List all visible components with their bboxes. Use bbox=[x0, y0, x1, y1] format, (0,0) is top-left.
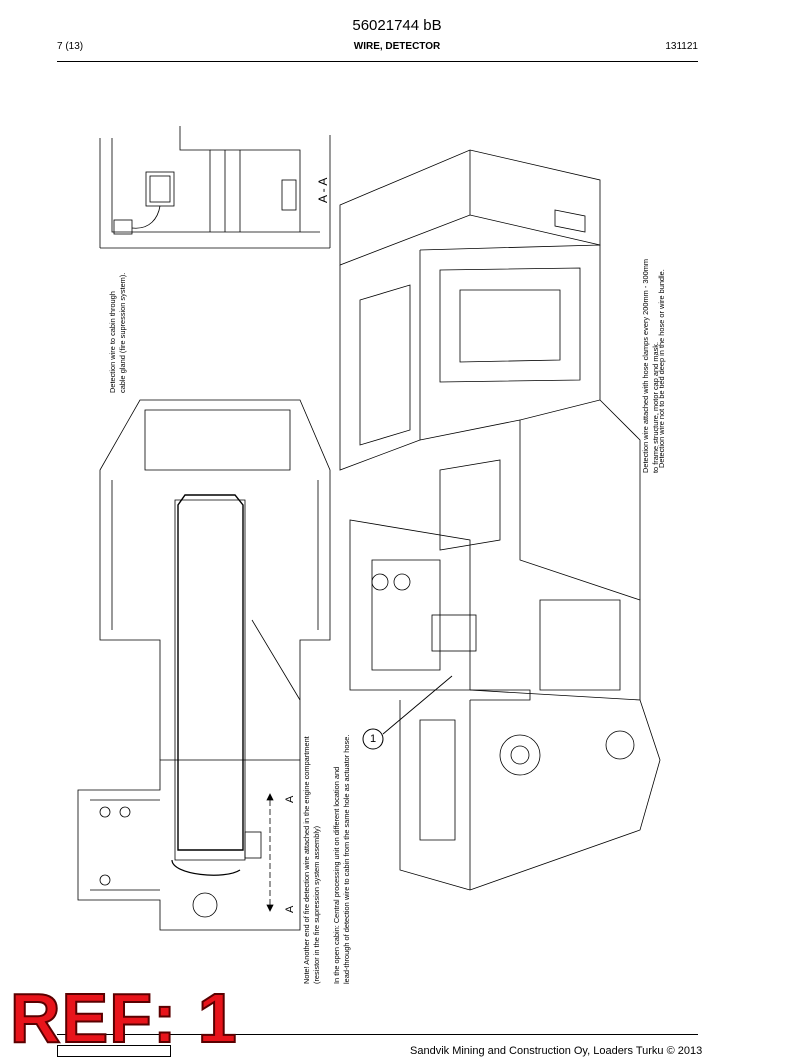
open-cabin-note: In the open cabin: Central processing un… bbox=[332, 735, 352, 984]
header-rule bbox=[57, 61, 698, 62]
page-number: 7 (13) bbox=[57, 41, 84, 52]
document-title: WIRE, DETECTOR bbox=[353, 41, 441, 52]
document-date: 131121 bbox=[665, 41, 698, 52]
chassis-top-view bbox=[77, 399, 331, 931]
engine-note-line-2: (resistor in the fire supression system … bbox=[312, 825, 321, 984]
section-detail bbox=[99, 126, 331, 249]
open-cabin-line-2: lead-through of detection wire to cabin … bbox=[342, 734, 351, 984]
engine-note-line-1: Note! Another end of fire detection wire… bbox=[302, 736, 311, 984]
hose-clamp-line-1: Detection wire attached with hose clamps… bbox=[641, 258, 650, 473]
open-cabin-line-1: In the open cabin: Central processing un… bbox=[332, 766, 341, 984]
callout-balloon bbox=[362, 675, 453, 750]
document-number: 56021744 bB bbox=[352, 17, 442, 34]
cabin-gland-line-1: Detection wire to cabin through bbox=[108, 291, 117, 393]
not-tied-line: Detection wire not to be tied deep in th… bbox=[657, 269, 666, 468]
callout-number: 1 bbox=[369, 733, 377, 745]
section-marker-upper: A bbox=[284, 795, 296, 803]
loader-frame-isometric bbox=[339, 149, 661, 891]
section-label: A - A bbox=[316, 177, 330, 203]
copyright-text: Sandvik Mining and Construction Oy, Load… bbox=[410, 1045, 703, 1057]
section-marker-lower: A bbox=[284, 905, 296, 913]
cabin-gland-note: Detection wire to cabin through cable gl… bbox=[108, 273, 128, 393]
engine-compartment-note: Note! Another end of fire detection wire… bbox=[302, 736, 322, 984]
not-tied-note: Detection wire not to be tied deep in th… bbox=[657, 269, 667, 468]
ref-stamp: REF: 1 bbox=[9, 979, 238, 1057]
footer-rule bbox=[57, 1034, 698, 1035]
cabin-gland-line-2: cable gland (fire supression system). bbox=[118, 272, 127, 393]
